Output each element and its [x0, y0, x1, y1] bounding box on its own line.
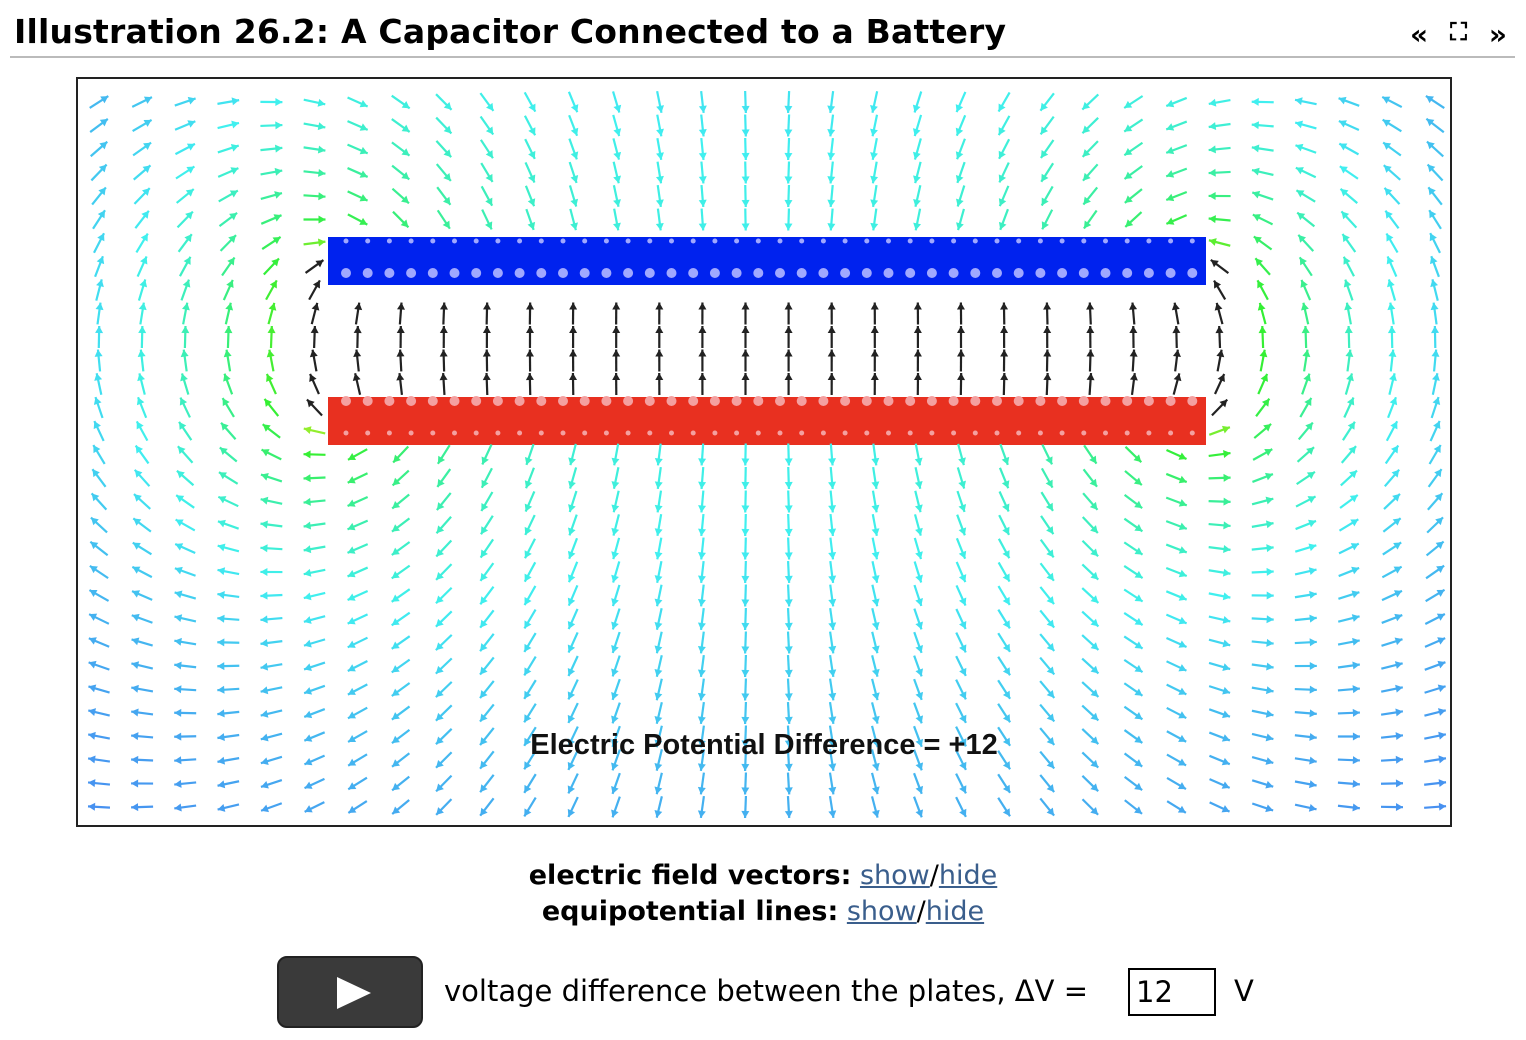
page-title: Illustration 26.2: A Capacitor Connected…	[14, 12, 1007, 51]
electric-field-vectors	[87, 90, 1447, 819]
equip-show-link[interactable]: show	[846, 896, 917, 927]
equip-hide-link[interactable]: hide	[925, 896, 985, 927]
double-chevron-right-icon[interactable]: »	[1488, 18, 1507, 51]
top-plate-negative	[328, 237, 1206, 285]
display-controls: electric field vectors: show/hide equipo…	[0, 858, 1526, 930]
field-vectors-label: electric field vectors:	[528, 860, 852, 891]
expand-icon[interactable]: ⛶	[1450, 18, 1467, 46]
simulation-canvas[interactable]: Electric Potential Difference = +12	[76, 77, 1452, 827]
header: Illustration 26.2: A Capacitor Connected…	[10, 8, 1515, 58]
field-hide-link[interactable]: hide	[938, 860, 998, 891]
bottom-plate-positive	[328, 397, 1206, 445]
potential-difference-readout: Electric Potential Difference = +12	[530, 729, 998, 761]
voltage-unit: V	[1234, 974, 1254, 1008]
double-chevron-left-icon[interactable]: «	[1410, 18, 1429, 51]
voltage-label: voltage difference between the plates, Δ…	[444, 974, 1088, 1008]
field-show-link[interactable]: show	[859, 860, 930, 891]
play-button[interactable]	[277, 956, 423, 1028]
voltage-input[interactable]	[1128, 968, 1216, 1016]
equipotential-label: equipotential lines:	[541, 896, 839, 927]
separator: /	[929, 860, 939, 891]
separator: /	[916, 896, 926, 927]
